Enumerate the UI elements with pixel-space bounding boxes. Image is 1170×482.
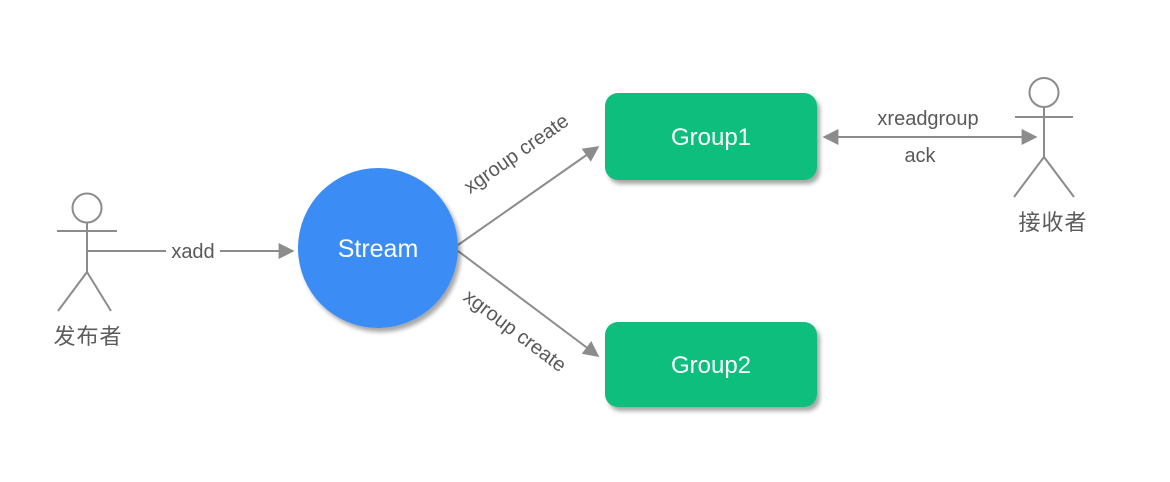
xadd-label: xadd (171, 241, 214, 263)
xgroup-create-top-arrow-line (457, 146, 600, 246)
publisher-label: 发布者 (53, 324, 122, 349)
group1-box (605, 93, 817, 180)
edge-xadd: xadd (88, 239, 295, 263)
node-stream: Stream (298, 168, 458, 328)
group2-box (605, 322, 817, 407)
actor-publisher: 发布者 (53, 192, 122, 349)
xgroup-create-bottom-arrow-line (457, 250, 600, 357)
group1-label: Group1 (671, 124, 751, 151)
xgroup-create-bottom-label: xgroup create (459, 286, 570, 377)
receiver-leg-right (1043, 156, 1075, 198)
receiver-head (1028, 77, 1060, 108)
xgroup-create-top-label: xgroup create (460, 110, 573, 198)
node-group1: Group1 (605, 93, 817, 180)
edge-xgroup-create-bottom: xgroup create (457, 250, 600, 377)
edge-xreadgroup-ack: xreadgroup ack (822, 108, 1038, 167)
publisher-head (71, 192, 103, 224)
publisher-leg-right (86, 271, 112, 312)
stream-circle (298, 168, 458, 328)
receiver-label: 接收者 (1018, 210, 1087, 235)
receiver-leg-left (1013, 156, 1045, 198)
edge-xgroup-create-top: xgroup create (457, 110, 600, 246)
publisher-leg-left (57, 271, 88, 312)
group2-label: Group2 (671, 352, 751, 379)
actor-receiver: 接收者 (1013, 77, 1087, 235)
ack-label: ack (904, 145, 936, 167)
xreadgroup-label: xreadgroup (877, 108, 978, 130)
stream-label: Stream (338, 235, 419, 263)
node-group2: Group2 (605, 322, 817, 407)
xadd-label-background (166, 239, 220, 263)
